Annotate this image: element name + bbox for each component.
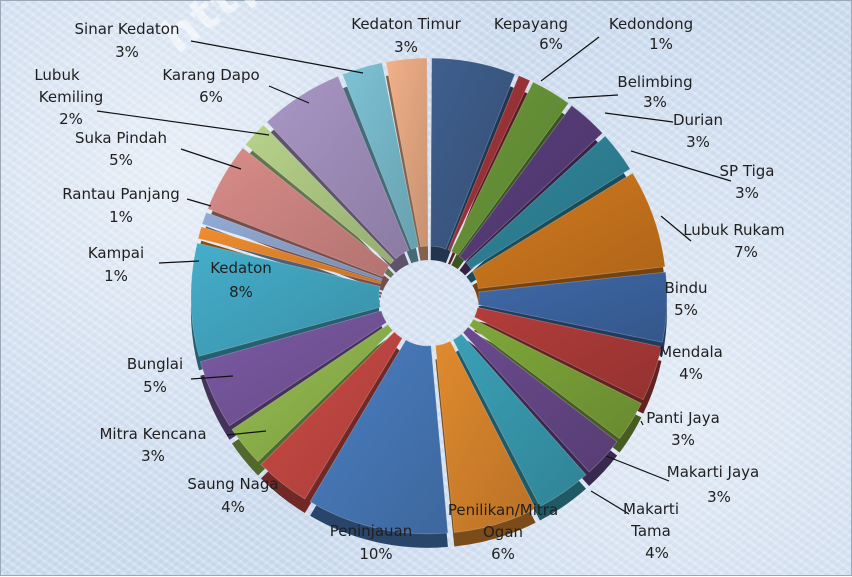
slice-mitra-kencana bbox=[231, 323, 394, 463]
slice-percent-label: 3% bbox=[394, 38, 418, 56]
leader-line-21 bbox=[268, 85, 310, 104]
slice-peninjauan bbox=[309, 339, 449, 535]
slice-tops bbox=[190, 57, 668, 535]
slice-saung-naga bbox=[260, 331, 403, 500]
leader-line-19 bbox=[180, 148, 242, 170]
slice-name-label: Makarti bbox=[623, 500, 679, 518]
slice-name-label: Saung Naga bbox=[187, 475, 278, 493]
leader-line-3 bbox=[604, 112, 674, 123]
slice-name-label: Suka Pindah bbox=[75, 129, 167, 147]
leader-line-1 bbox=[540, 36, 600, 82]
slice-bindu bbox=[477, 271, 668, 343]
slice-name-label: Bindu bbox=[665, 279, 708, 297]
slice-name-label: Kampai bbox=[88, 244, 144, 262]
slice-percent-label: 4% bbox=[645, 544, 669, 562]
slice-sp-tiga bbox=[465, 135, 631, 270]
slice-name-label: Karang Dapo bbox=[162, 66, 259, 84]
slice-name-label: Kedaton Timur bbox=[351, 15, 461, 33]
slice-name-label: Lubuk Rukam bbox=[683, 221, 785, 239]
slice-name-label: Kedaton bbox=[210, 259, 272, 277]
leader-line-5 bbox=[660, 215, 692, 242]
slice-suka-pindah bbox=[207, 147, 390, 278]
slice-name-label: Belimbing bbox=[617, 73, 692, 91]
slice-percent-label: 3% bbox=[115, 43, 139, 61]
slice-sinar-kedaton bbox=[341, 62, 420, 250]
slice-name-label: Makarti Jaya bbox=[667, 463, 759, 481]
slice-percent-label: 6% bbox=[199, 88, 223, 106]
slice-percent-label: 6% bbox=[491, 545, 515, 563]
leader-line-15 bbox=[190, 375, 234, 380]
slice-name-label: Rantau Panjang bbox=[62, 185, 180, 203]
slice-percent-label: 3% bbox=[643, 93, 667, 111]
slice-percent-label: 5% bbox=[143, 378, 167, 396]
slice-name-label: Ogan bbox=[483, 523, 523, 541]
slice-penilikan-mitra-ogan bbox=[435, 340, 537, 533]
leader-line-10 bbox=[590, 490, 630, 515]
slice-percent-label: 5% bbox=[674, 301, 698, 319]
leader-line-14 bbox=[226, 430, 267, 436]
slice-percent-label: 4% bbox=[221, 498, 245, 516]
leader-line-2 bbox=[567, 94, 619, 99]
leader-line-4 bbox=[630, 150, 732, 182]
leader-line-18 bbox=[186, 198, 212, 207]
slice-percent-label: 10% bbox=[359, 545, 392, 563]
slice-durian bbox=[458, 104, 604, 262]
slice-kampai bbox=[197, 226, 382, 285]
slice-lubuk-kemiling bbox=[244, 124, 395, 265]
slice-percent-label: 6% bbox=[539, 35, 563, 53]
slice-percent-label: 3% bbox=[671, 431, 695, 449]
slice-percent-label: 7% bbox=[734, 243, 758, 261]
slice-percent-label: 3% bbox=[141, 447, 165, 465]
leader-line-20 bbox=[96, 110, 270, 136]
leader-line-17 bbox=[158, 260, 200, 264]
slice-percent-label: 3% bbox=[707, 488, 731, 506]
slice-percent-label: 5% bbox=[109, 151, 133, 169]
slice-percent-label: 1% bbox=[109, 208, 133, 226]
slice-panti-jaya bbox=[468, 318, 642, 440]
slice-mendala bbox=[473, 306, 662, 401]
slice-name-label: Kepayang bbox=[494, 15, 568, 33]
slice-karang-dapo bbox=[266, 75, 410, 260]
slice-kedondong bbox=[447, 75, 531, 252]
slice-percent-label: 3% bbox=[735, 184, 759, 202]
slice-bunglai bbox=[199, 310, 388, 427]
slice-name-label: Kemiling bbox=[39, 88, 103, 106]
slice-name-label: Peninjauan bbox=[330, 522, 413, 540]
slice-name-label: Sinar Kedaton bbox=[75, 20, 180, 38]
slice-name-label: Mitra Kencana bbox=[99, 425, 206, 443]
slice-belimbing bbox=[450, 81, 570, 256]
slice-name-label: Mendala bbox=[659, 343, 723, 361]
slice-kepayang bbox=[430, 57, 516, 250]
leader-line-9 bbox=[605, 455, 670, 482]
slice-makarti-tama bbox=[452, 333, 587, 508]
slice-name-label: Kedondong bbox=[609, 15, 693, 33]
slice-kedaton bbox=[190, 242, 381, 357]
slice-percent-label: 3% bbox=[686, 133, 710, 151]
slice-percent-label: 4% bbox=[679, 365, 703, 383]
leader-line-8 bbox=[640, 420, 644, 426]
slice-makarti-jaya bbox=[462, 326, 618, 473]
slice-name-label: Durian bbox=[673, 111, 723, 129]
slice-name-label: SP Tiga bbox=[720, 162, 775, 180]
slice-name-label: Penilikan/Mitra bbox=[448, 501, 558, 519]
slice-rantau-panjang bbox=[201, 211, 383, 282]
slice-labels: Kepayang 6% Kedondong 1% Belimbing 3% Durian 3%… bbox=[34, 15, 784, 563]
slice-percent-label: 1% bbox=[104, 267, 128, 285]
slice-percent-label: 1% bbox=[649, 35, 673, 53]
slice-name-label: Bunglai bbox=[127, 355, 183, 373]
slice-name-label: Panti Jaya bbox=[646, 409, 720, 427]
slice-percent-label: 2% bbox=[59, 110, 83, 128]
slice-name-label: Lubuk bbox=[34, 66, 80, 84]
leader-line-22 bbox=[190, 40, 364, 74]
slice-name-label: Tama bbox=[630, 522, 671, 540]
slice-kedaton-timur bbox=[385, 57, 429, 248]
slice-percent-label: 8% bbox=[229, 283, 253, 301]
slice-lubuk-rukam bbox=[471, 172, 666, 289]
